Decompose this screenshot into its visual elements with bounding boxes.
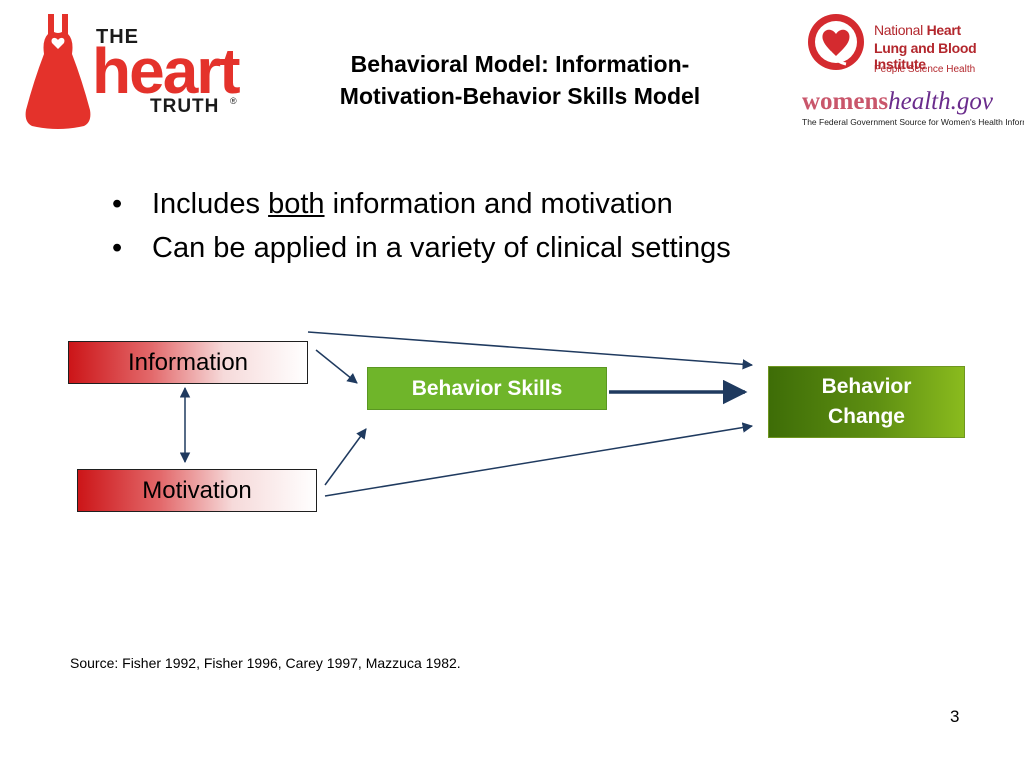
slide-title: Behavioral Model: Information- Motivatio… bbox=[270, 48, 770, 112]
logo-the-text: THE bbox=[96, 26, 139, 48]
bullet-item: • Can be applied in a variety of clinical… bbox=[112, 226, 892, 270]
nhlbi-national-text: National bbox=[874, 22, 927, 38]
bullet-text-after: information and motivation bbox=[324, 188, 673, 220]
health-gov-text: health.gov bbox=[888, 88, 993, 115]
motivation-label: Motivation bbox=[142, 476, 252, 504]
source-citation: Source: Fisher 1992, Fisher 1996, Carey … bbox=[70, 655, 461, 671]
nhlbi-line-1: National Heart bbox=[874, 22, 961, 38]
logo-heart-text: heart bbox=[92, 35, 240, 107]
red-dress-icon bbox=[25, 14, 91, 129]
nhlbi-heart-text: Heart bbox=[926, 22, 962, 38]
behavior-change-line-2: Change bbox=[827, 405, 905, 428]
arrow-motivation-behavior-skills bbox=[324, 428, 367, 486]
arrow-information-behavior-skills bbox=[315, 349, 358, 384]
behavior-change-label: Behavior Change bbox=[822, 372, 912, 432]
bullet-text: Can be applied in a variety of clinical … bbox=[152, 232, 731, 264]
nhlbi-logo: National Heart Lung and Blood Institute … bbox=[806, 12, 1020, 82]
bullet-text-before: Includes bbox=[152, 188, 269, 220]
nhlbi-line-2: Lung and Blood Institute bbox=[874, 40, 977, 72]
slide-number: 3 bbox=[950, 707, 960, 726]
nhlbi-heart-icon bbox=[808, 14, 864, 70]
behavior-skills-label: Behavior Skills bbox=[411, 376, 563, 400]
title-line-1: Behavioral Model: Information- bbox=[350, 51, 690, 77]
behavior-change-line-1: Behavior bbox=[821, 375, 912, 398]
bullet-dot: • bbox=[112, 232, 123, 264]
nhlbi-line-3: People Science Health bbox=[874, 64, 976, 75]
information-node: Information bbox=[68, 341, 308, 384]
behavior-skills-node: Behavior Skills bbox=[367, 367, 607, 410]
womenshealth-logo: womenshealth.gov The Federal Government … bbox=[800, 88, 1024, 132]
information-label: Information bbox=[127, 348, 249, 376]
title-line-2: Motivation-Behavior Skills Model bbox=[339, 83, 701, 109]
heart-truth-logo: THE heart TRUTH ® bbox=[18, 10, 248, 132]
arrow-motivation-behavior-change bbox=[324, 422, 754, 497]
womenshealth-tagline: The Federal Government Source for Women'… bbox=[802, 117, 1024, 127]
bullet-item: • Includes both information and motivatio… bbox=[112, 182, 892, 226]
arrow-information-behavior-change bbox=[307, 331, 754, 370]
womens-text: womens bbox=[802, 88, 889, 115]
womenshealth-brand: womenshealth.gov bbox=[802, 88, 993, 116]
bullet-dot: • bbox=[112, 188, 123, 220]
bullet-list: • Includes both information and motivatio… bbox=[112, 182, 892, 270]
motivation-node: Motivation bbox=[77, 469, 317, 512]
registered-mark: ® bbox=[230, 96, 237, 106]
behavior-change-node: Behavior Change bbox=[768, 366, 965, 438]
logo-truth-text: TRUTH bbox=[150, 96, 220, 117]
bullet-emphasis: both bbox=[268, 188, 325, 220]
